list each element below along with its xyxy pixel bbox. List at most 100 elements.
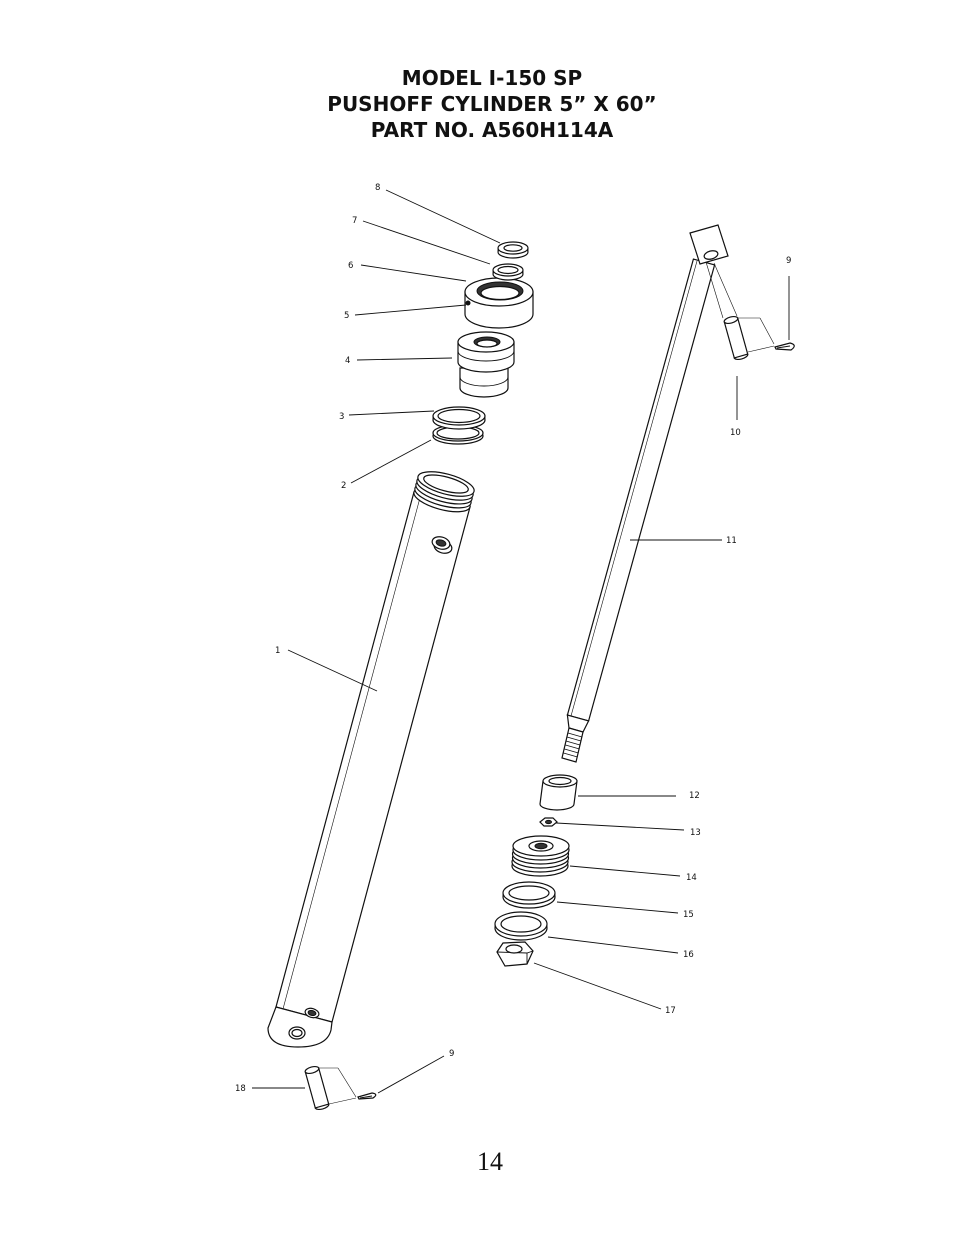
hex-nut-bore	[505, 944, 523, 954]
rod-eye-block	[689, 224, 729, 265]
piston-bore	[534, 842, 548, 850]
thread-line	[565, 744, 580, 750]
callout-8: 8	[375, 183, 380, 193]
thread-line	[567, 732, 583, 738]
leader-15	[556, 901, 679, 914]
callout-18: 18	[235, 1084, 246, 1094]
callout-1: 1	[275, 646, 280, 656]
callout-4: 4	[345, 356, 350, 366]
callout-labels: 8 7 6 5 4 3 2 1 9 10 11 12 13 14 15 16 1…	[235, 183, 791, 1094]
callout-15: 15	[683, 910, 694, 920]
pin-top	[723, 315, 739, 325]
leader-8	[385, 189, 501, 244]
leader-17	[533, 962, 662, 1010]
part-7-ring	[492, 263, 524, 281]
part-4-gland	[457, 331, 515, 398]
nut-side-hole	[465, 300, 471, 306]
rod-thread-end	[561, 727, 584, 763]
part-9-cotter-pin-bottom	[357, 1092, 377, 1100]
part-8-wiper	[497, 241, 529, 259]
barrel-body	[275, 491, 471, 1023]
leader-6	[360, 264, 467, 282]
callout-10: 10	[730, 428, 741, 438]
nut-bore-inner	[480, 285, 520, 301]
pin-body	[723, 317, 749, 359]
thread-line	[563, 752, 578, 758]
pin-assembly-lines-bottom	[319, 1067, 357, 1105]
callout-16: 16	[683, 950, 694, 960]
barrel-bore	[423, 474, 469, 494]
callout-3: 3	[339, 412, 344, 422]
part-18-pin	[304, 1065, 330, 1111]
barrel-lower-port-hole	[307, 1009, 317, 1017]
part-12-bushing	[539, 774, 578, 811]
leader-5	[354, 304, 467, 316]
assembly-line	[337, 1067, 357, 1098]
thread-line	[566, 736, 582, 742]
wiper-inner	[503, 244, 523, 252]
thread-line	[564, 748, 579, 754]
rod-threads	[563, 732, 583, 758]
leader-lines	[252, 189, 790, 1094]
leader-3	[348, 410, 435, 416]
clevis-hole-inner	[291, 1028, 303, 1038]
cotter-pin-split	[359, 1095, 373, 1099]
gland-bore-inner	[476, 339, 498, 348]
part-16-ring	[494, 911, 548, 941]
callout-14: 14	[686, 873, 697, 883]
part-13-small-nut	[539, 817, 558, 827]
cotter-pin-split	[776, 345, 791, 349]
page-number: 14	[477, 1147, 503, 1176]
gland-lower-body	[459, 367, 509, 398]
leader-9-bottom	[377, 1055, 445, 1094]
leader-1	[287, 649, 378, 692]
page-title: MODEL I-150 SP PUSHOFF CYLINDER 5” X 60”…	[292, 65, 692, 143]
barrel-upper-port-hole	[435, 539, 447, 547]
part-11-rod	[561, 224, 729, 763]
callout-17: 17	[665, 1006, 676, 1016]
pin-top	[304, 1065, 320, 1075]
leader-16	[547, 936, 679, 954]
callout-13: 13	[690, 828, 701, 838]
callout-9-top: 9	[786, 256, 791, 266]
part-9-cotter-pin-top	[774, 342, 795, 351]
ring-inner	[497, 265, 519, 275]
callout-11: 11	[726, 536, 737, 546]
thread-line	[565, 740, 581, 746]
callout-2: 2	[341, 481, 346, 491]
rod-body	[566, 258, 716, 722]
bushing-bore	[548, 776, 572, 786]
callout-5: 5	[344, 311, 349, 321]
part-5-nut	[464, 277, 534, 329]
callout-6: 6	[348, 261, 353, 271]
rod-edge-line	[570, 260, 698, 717]
rod-eye-hole	[703, 250, 719, 260]
assembly-line	[747, 345, 775, 353]
part-15-ring	[502, 881, 556, 909]
title-part-number: PART NO. A560H114A	[370, 118, 614, 142]
ring-inner	[508, 885, 550, 901]
pin-body	[304, 1067, 330, 1109]
ring-inner	[500, 915, 542, 933]
title-model: MODEL I-150 SP	[401, 66, 583, 90]
gland-groove	[459, 376, 509, 387]
bushing-body	[539, 780, 578, 811]
leader-4	[356, 357, 453, 361]
part-10-pin	[723, 315, 749, 361]
part-14-piston	[511, 835, 570, 877]
pin-assembly-lines-top	[705, 261, 775, 353]
part-17-hex-nut	[496, 941, 534, 967]
hex-nut-faces	[496, 950, 534, 964]
ring-inner	[437, 408, 481, 424]
assembly-line	[328, 1097, 357, 1105]
part-1-barrel	[267, 471, 475, 1048]
leader-7	[362, 220, 491, 265]
callout-9-bottom: 9	[449, 1049, 454, 1059]
leader-14	[569, 865, 681, 877]
part-3-ring	[432, 406, 486, 430]
leader-2	[350, 439, 432, 484]
assembly-line	[713, 262, 738, 317]
leader-13	[555, 822, 685, 831]
assembly-line	[705, 261, 724, 319]
